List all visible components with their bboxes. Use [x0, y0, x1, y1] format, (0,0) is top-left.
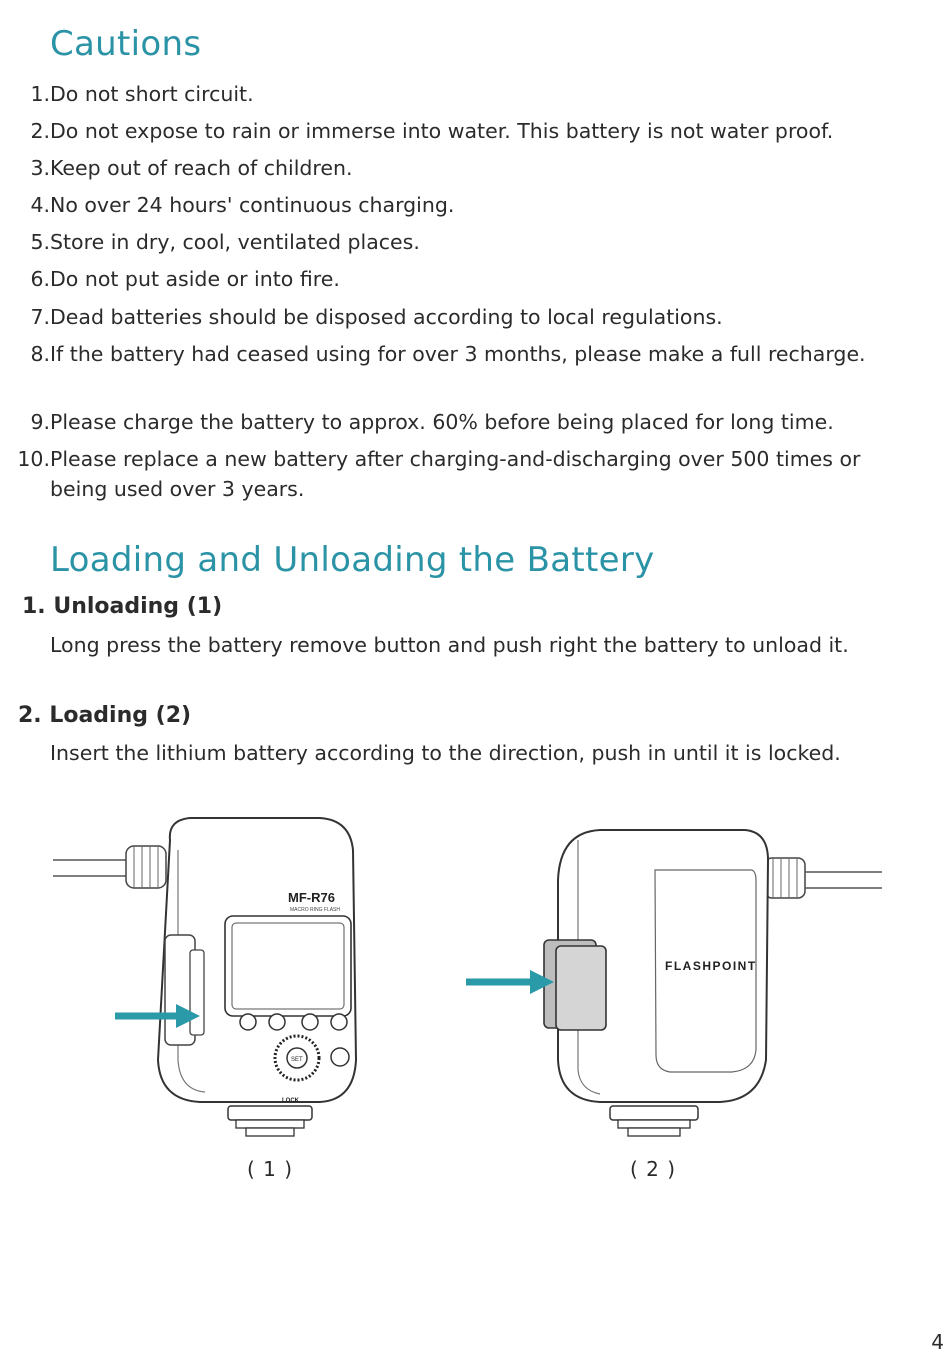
item-text: Dead batteries should be disposed accord… — [50, 305, 723, 329]
front-panel — [654, 869, 757, 1073]
body-edge — [177, 850, 206, 1093]
item-text: No over 24 hours' continuous charging. — [50, 193, 455, 217]
function-button — [268, 1013, 286, 1031]
arrow-right-icon — [176, 1004, 200, 1028]
item-text: Do not expose to rain or immerse into wa… — [50, 119, 834, 143]
body-edge — [577, 840, 601, 1095]
item-number: 7. — [30, 305, 50, 329]
item-text: Please charge the battery to approx. 60%… — [50, 410, 834, 434]
set-label: SET — [291, 1057, 303, 1063]
model-label: MF-R76 — [288, 890, 335, 905]
function-button — [239, 1013, 257, 1031]
item-text: Keep out of reach of children. — [50, 156, 353, 180]
model-sub-label: MACRO RING FLASH — [290, 907, 340, 913]
hot-shoe-foot — [245, 1127, 295, 1137]
arrow-right-icon — [530, 970, 554, 994]
lock-label: LOCK — [282, 1098, 300, 1104]
lock-ring — [227, 1105, 313, 1121]
battery-heading: Loading and Unloading the Battery — [50, 540, 655, 580]
item-number: 10. — [17, 447, 50, 471]
item-number: 3. — [30, 156, 50, 180]
hot-shoe-foot — [627, 1127, 681, 1137]
hot-shoe-base — [617, 1119, 691, 1129]
item-text: Please replace a new battery after charg… — [50, 447, 861, 501]
set-button — [286, 1047, 308, 1069]
item-number: 4. — [30, 193, 50, 217]
cable-connector — [125, 845, 167, 889]
item-number: 1. — [30, 82, 50, 106]
item-number: 8. — [30, 342, 50, 366]
cable-connector — [764, 857, 806, 899]
flash-unit-loading-illustration: FLASHPOINT — [466, 829, 882, 1137]
cautions-heading: Cautions — [50, 24, 202, 64]
item-number: 2. — [30, 119, 50, 143]
item-number: 6. — [30, 267, 50, 291]
item-number: 9. — [30, 410, 50, 434]
brand-label: FLASHPOINT — [665, 959, 757, 973]
hot-shoe-base — [235, 1119, 305, 1129]
flash-unit-unloading-illustration: MF-R76 MACRO RING FLASH SET LOCK — [53, 817, 358, 1137]
item-number: 5. — [30, 230, 50, 254]
battery-release-button — [189, 949, 205, 1036]
item-text: Do not put aside or into fire. — [50, 267, 340, 291]
unloading-text: Long press the battery remove button and… — [50, 633, 849, 657]
loading-text: Insert the lithium battery according to … — [50, 741, 841, 765]
battery-pack-face — [555, 945, 607, 1031]
figure-2-caption: ( 2 ) — [630, 1157, 677, 1181]
item-text: Do not short circuit. — [50, 82, 254, 106]
power-button — [330, 1047, 350, 1067]
function-button — [301, 1013, 319, 1031]
loading-heading: 2. Loading (2) — [18, 703, 192, 728]
item-text: If the battery had ceased using for over… — [50, 342, 866, 366]
lock-ring — [609, 1105, 699, 1121]
unloading-heading: 1. Unloading (1) — [22, 594, 223, 619]
function-button — [330, 1013, 348, 1031]
page-number: 4 — [931, 1330, 944, 1354]
figure-1-caption: ( 1 ) — [247, 1157, 294, 1181]
lcd-screen — [231, 922, 345, 1010]
item-text: Store in dry, cool, ventilated places. — [50, 230, 420, 254]
